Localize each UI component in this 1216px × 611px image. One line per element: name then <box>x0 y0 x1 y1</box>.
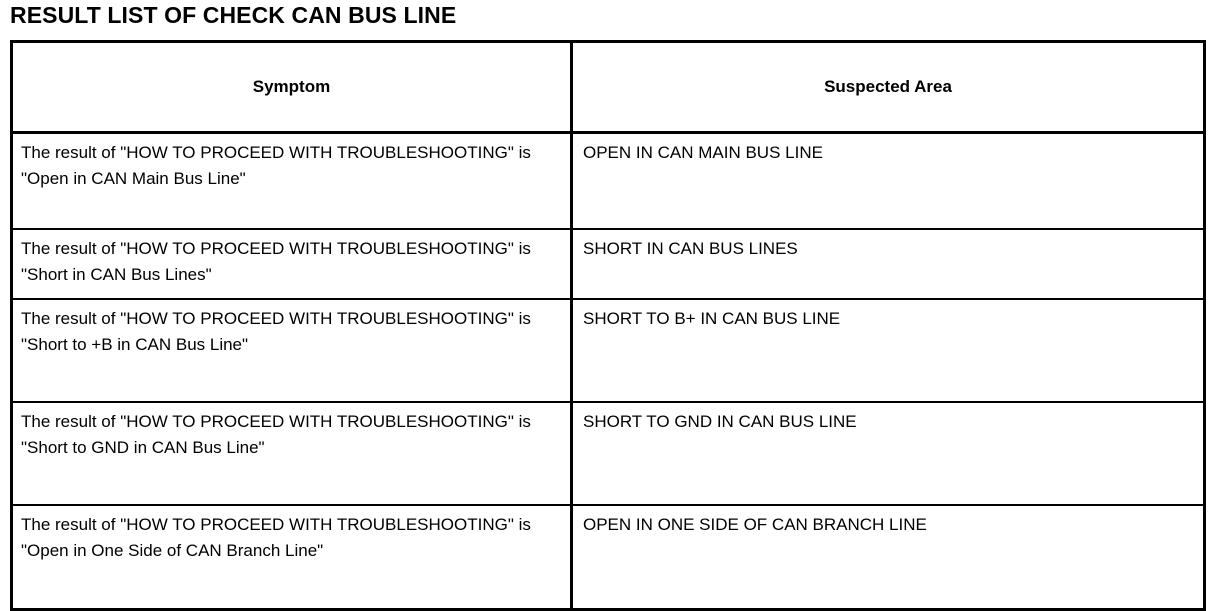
cell-suspected-area: SHORT IN CAN BUS LINES <box>572 229 1205 299</box>
cell-symptom: The result of "HOW TO PROCEED WITH TROUB… <box>11 505 573 610</box>
cell-suspected-area: OPEN IN CAN MAIN BUS LINE <box>572 133 1205 230</box>
symptom-text: The result of "HOW TO PROCEED WITH TROUB… <box>21 515 531 560</box>
suspected-area-text: SHORT TO B+ IN CAN BUS LINE <box>583 309 841 328</box>
table-row: The result of "HOW TO PROCEED WITH TROUB… <box>11 132 1205 230</box>
cell-symptom: The result of "HOW TO PROCEED WITH TROUB… <box>11 402 573 505</box>
suspected-area-text: OPEN IN CAN MAIN BUS LINE <box>583 143 823 162</box>
table-header-row: Symptom Suspected Area <box>11 41 1205 133</box>
symptom-text: The result of "HOW TO PROCEED WITH TROUB… <box>21 143 531 188</box>
cell-symptom: The result of "HOW TO PROCEED WITH TROUB… <box>11 299 573 402</box>
table-body: The result of "HOW TO PROCEED WITH TROUB… <box>11 132 1205 610</box>
symptom-text: The result of "HOW TO PROCEED WITH TROUB… <box>21 412 531 457</box>
result-list-table: Symptom Suspected Area The result of "HO… <box>10 40 1206 611</box>
table-header: Symptom Suspected Area <box>11 41 1205 133</box>
symptom-text: The result of "HOW TO PROCEED WITH TROUB… <box>21 239 531 284</box>
document-page: RESULT LIST OF CHECK CAN BUS LINE Sympto… <box>10 2 1206 611</box>
suspected-area-text: SHORT IN CAN BUS LINES <box>583 239 798 258</box>
cell-suspected-area: SHORT TO B+ IN CAN BUS LINE <box>572 299 1205 402</box>
page-title: RESULT LIST OF CHECK CAN BUS LINE <box>10 2 457 28</box>
cell-symptom: The result of "HOW TO PROCEED WITH TROUB… <box>11 132 573 229</box>
column-header-suspected-area: Suspected Area <box>572 42 1205 133</box>
cell-symptom: The result of "HOW TO PROCEED WITH TROUB… <box>11 229 573 299</box>
table-row: The result of "HOW TO PROCEED WITH TROUB… <box>11 299 1205 402</box>
table-row: The result of "HOW TO PROCEED WITH TROUB… <box>11 505 1205 610</box>
suspected-area-text: OPEN IN ONE SIDE OF CAN BRANCH LINE <box>583 515 927 534</box>
cell-suspected-area: SHORT TO GND IN CAN BUS LINE <box>572 402 1205 505</box>
table-row: The result of "HOW TO PROCEED WITH TROUB… <box>11 229 1205 299</box>
result-table-container: Symptom Suspected Area The result of "HO… <box>10 40 1206 611</box>
column-header-symptom: Symptom <box>11 41 573 133</box>
symptom-text: The result of "HOW TO PROCEED WITH TROUB… <box>21 309 531 354</box>
suspected-area-text: SHORT TO GND IN CAN BUS LINE <box>583 412 857 431</box>
cell-suspected-area: OPEN IN ONE SIDE OF CAN BRANCH LINE <box>572 505 1205 610</box>
table-row: The result of "HOW TO PROCEED WITH TROUB… <box>11 402 1205 505</box>
